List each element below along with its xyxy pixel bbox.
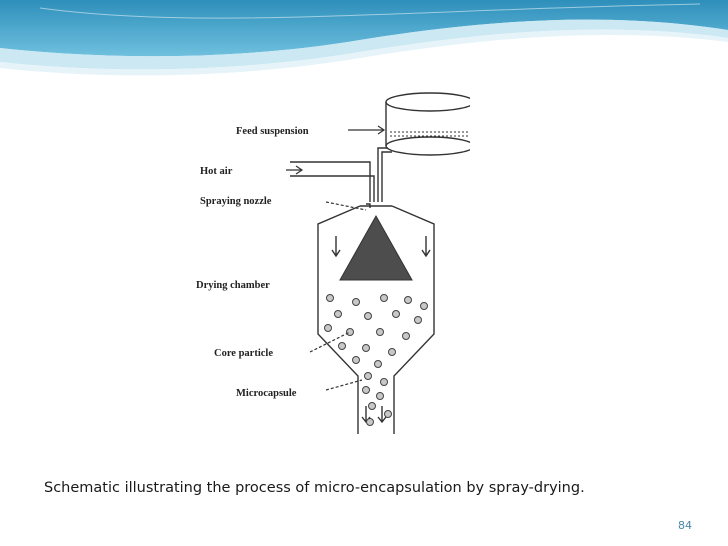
label-spraying-nozzle: Spraying nozzle	[200, 196, 272, 207]
down-arrow-right	[421, 236, 431, 258]
label-core-particle: Core particle	[214, 348, 273, 359]
particles	[324, 294, 428, 426]
figure-caption: Schematic illustrating the process of mi…	[44, 480, 585, 496]
leader-core-particle	[309, 331, 351, 353]
drying-chamber-body	[317, 203, 435, 434]
feed-tank	[385, 92, 470, 156]
spray-drying-diagram: Feed suspension Hot air Spraying nozzle …	[170, 84, 470, 434]
leader-feed-suspension	[348, 125, 386, 135]
label-feed-suspension: Feed suspension	[236, 126, 309, 137]
leader-spraying-nozzle	[325, 201, 367, 211]
down-arrow-left	[331, 236, 341, 258]
feed-pipe	[377, 147, 388, 202]
page-number: 84	[678, 519, 692, 532]
hot-air-pipe	[290, 161, 371, 202]
label-hot-air: Hot air	[200, 166, 233, 177]
leader-microcapsule	[325, 379, 363, 391]
label-drying-chamber: Drying chamber	[196, 280, 270, 291]
leader-hot-air	[286, 165, 304, 175]
spray-cone	[339, 214, 413, 281]
header-wave-decoration	[0, 0, 728, 76]
label-microcapsule: Microcapsule	[236, 388, 297, 399]
